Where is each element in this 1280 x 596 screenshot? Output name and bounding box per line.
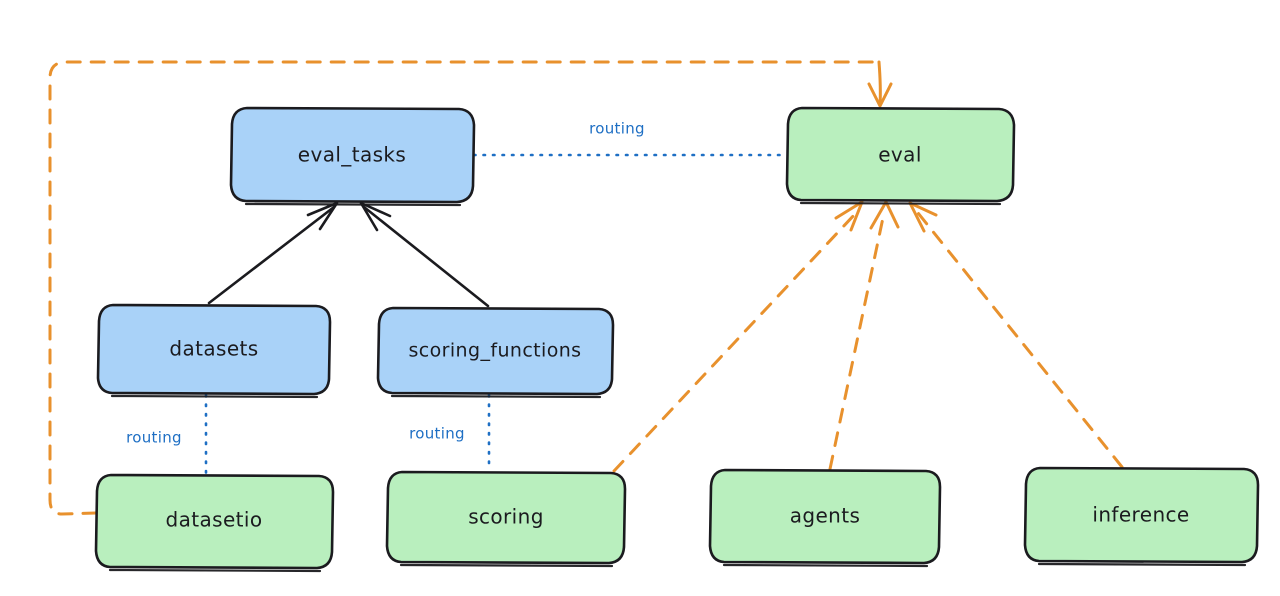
edge-inference-to-eval (908, 201, 1124, 469)
node-scoring-functions[interactable]: scoring_functions (376, 306, 615, 399)
edge-scoring-to-eval (612, 200, 864, 473)
edge-label-text: routing (589, 120, 645, 138)
node-eval-tasks[interactable]: eval_tasks (229, 106, 476, 207)
edge-datasetio-to-eval (48, 60, 893, 516)
node-datasets[interactable]: datasets (96, 303, 332, 399)
node-label-eval-tasks: eval_tasks (298, 143, 406, 167)
edge-label-routing-datasets-to-datasetio: routing (126, 429, 182, 447)
node-label-datasets: datasets (169, 337, 258, 361)
node-inference[interactable]: inference (1023, 466, 1260, 567)
edge-label-text: routing (126, 429, 182, 447)
node-label-agents: agents (790, 504, 861, 528)
edge-label-routing-eval-tasks-to-eval: routing (589, 120, 645, 138)
node-scoring[interactable]: scoring (385, 470, 627, 568)
edge-label-text: routing (409, 425, 465, 443)
edge-label-routing-scoring-functions-to-scoring: routing (409, 425, 465, 443)
edge-agents-to-eval (828, 200, 900, 471)
node-datasetio[interactable]: datasetio (94, 473, 335, 573)
node-eval[interactable]: eval (785, 106, 1016, 206)
node-label-datasetio: datasetio (165, 508, 262, 532)
edge-scoring-functions-to-eval-tasks (359, 201, 490, 308)
node-label-scoring: scoring (468, 505, 544, 529)
edge-datasets-to-eval-tasks (207, 201, 339, 305)
node-label-scoring-functions: scoring_functions (409, 340, 582, 362)
node-label-eval: eval (878, 143, 922, 167)
node-agents[interactable]: agents (708, 468, 942, 568)
node-label-inference: inference (1092, 503, 1189, 527)
